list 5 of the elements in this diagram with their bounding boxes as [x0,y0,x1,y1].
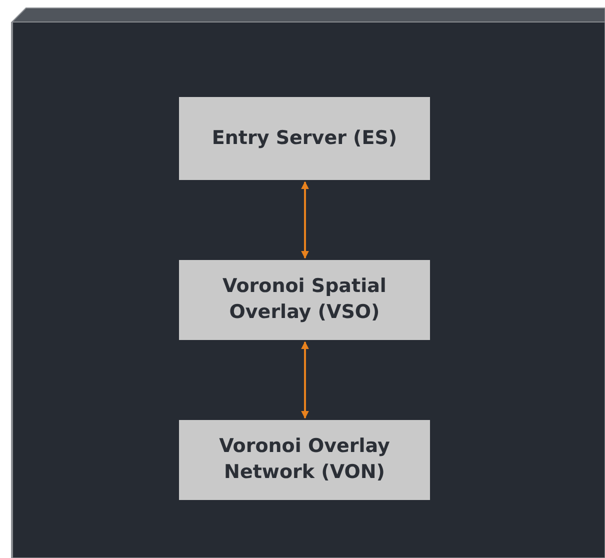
component-box: Voronoi Spatial Overlay (VSO) [179,260,430,340]
double-arrow [301,341,309,419]
component-box: Entry Server (ES) [179,97,430,180]
component-box: Voronoi Overlay Network (VON) [179,420,430,500]
double-arrow [301,181,309,259]
